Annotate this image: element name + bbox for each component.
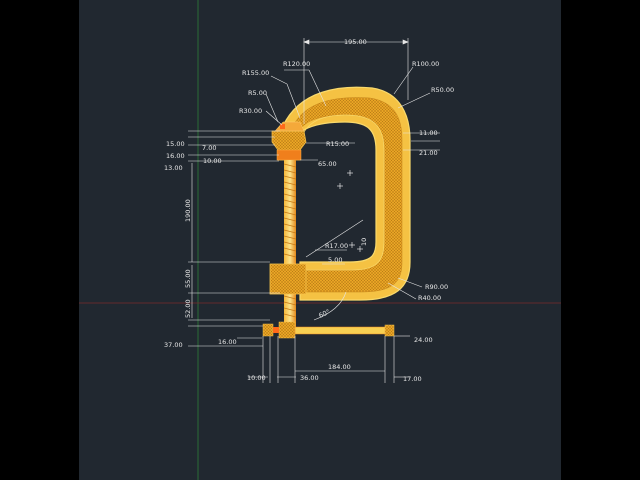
dim-r155: R155.00 bbox=[242, 69, 269, 77]
screw-thread[interactable] bbox=[283, 160, 297, 330]
upper-jaw[interactable] bbox=[271, 121, 307, 161]
dim-r90: R90.00 bbox=[425, 283, 448, 291]
dimension-labels: 195.00 R120.00 R100.00 R155.00 R50.00 R5… bbox=[164, 38, 454, 383]
dim-10b: 10.00 bbox=[247, 374, 266, 382]
dim-37: 37.00 bbox=[164, 341, 183, 349]
clamp-frame[interactable] bbox=[282, 86, 411, 301]
dim-60: 60° bbox=[317, 308, 331, 320]
dim-55: 55.00 bbox=[184, 269, 192, 288]
dim-13: 13.00 bbox=[164, 164, 183, 172]
dim-7: 7.00 bbox=[202, 144, 216, 152]
dim-65: 65.00 bbox=[318, 160, 337, 168]
dim-10a: 10.00 bbox=[203, 157, 222, 165]
cad-drawing[interactable]: 195.00 R120.00 R100.00 R155.00 R50.00 R5… bbox=[79, 0, 561, 480]
dim-r17: R17.00 bbox=[325, 242, 348, 250]
dim-r100: R100.00 bbox=[412, 60, 439, 68]
dim-190: 190.00 bbox=[184, 199, 192, 222]
cad-viewport[interactable]: 195.00 R120.00 R100.00 R155.00 R50.00 R5… bbox=[79, 0, 561, 480]
dim-r15: R15.00 bbox=[326, 140, 349, 148]
dim-16: 16.00 bbox=[166, 152, 185, 160]
dim-10v: 10 bbox=[360, 238, 368, 246]
dimension-lines bbox=[188, 38, 440, 383]
dim-r40: R40.00 bbox=[418, 294, 441, 302]
dim-184: 184.00 bbox=[328, 363, 351, 371]
dim-r50: R50.00 bbox=[431, 86, 454, 94]
dim-r30: R30.00 bbox=[239, 107, 262, 115]
dim-36: 36.00 bbox=[300, 374, 319, 382]
dim-r5: R5.00 bbox=[248, 89, 267, 97]
dim-15: 15.00 bbox=[166, 140, 185, 148]
dim-r120: R120.00 bbox=[283, 60, 310, 68]
dim-11: 11.00 bbox=[419, 129, 438, 137]
dim-21: 21.00 bbox=[419, 149, 438, 157]
dim-24: 24.00 bbox=[414, 336, 433, 344]
dim-16b: 16.00 bbox=[218, 338, 237, 346]
dim-5: 5.00 bbox=[328, 256, 342, 264]
lower-boss[interactable] bbox=[269, 263, 307, 295]
handle-bar[interactable] bbox=[262, 321, 395, 339]
center-marks bbox=[337, 170, 363, 252]
dim-52: 52.00 bbox=[184, 299, 192, 318]
dim-17: 17.00 bbox=[403, 375, 422, 383]
dim-195: 195.00 bbox=[344, 38, 367, 46]
